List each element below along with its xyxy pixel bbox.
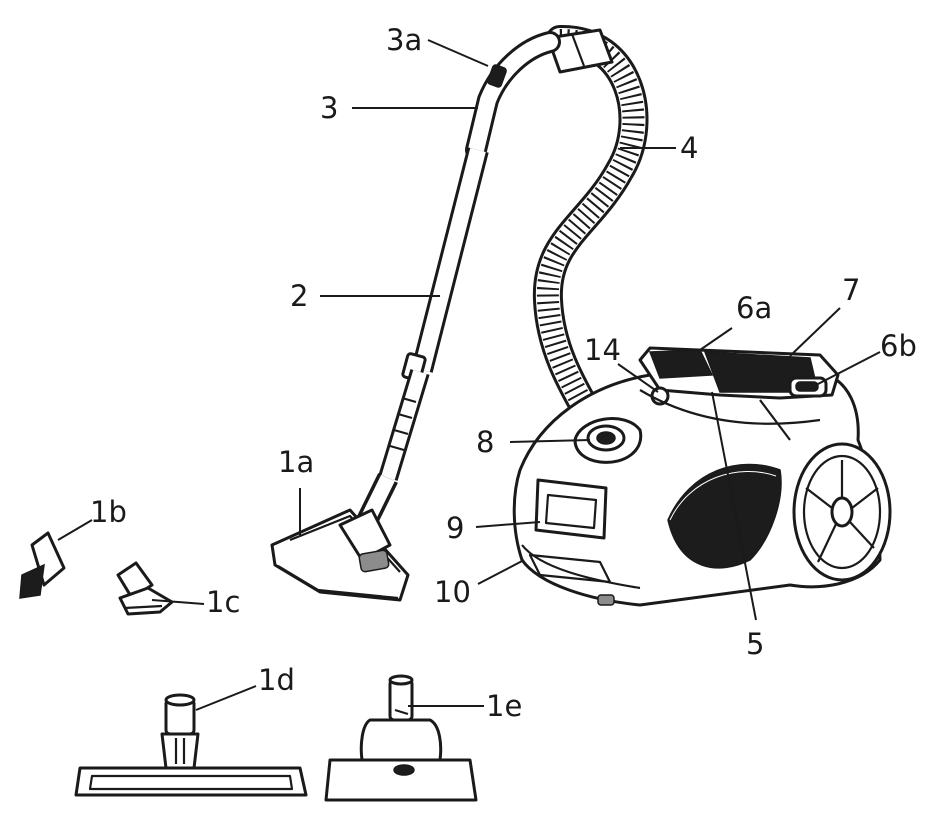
label-3: 3 bbox=[320, 91, 338, 125]
label-5: 5 bbox=[746, 627, 764, 661]
label-1e: 1e bbox=[486, 689, 522, 723]
label-4: 4 bbox=[680, 131, 698, 165]
label-6b: 6b bbox=[880, 329, 917, 363]
hard-floor-brush bbox=[74, 693, 308, 797]
hose bbox=[532, 24, 649, 445]
label-9: 9 bbox=[446, 511, 464, 545]
label-1a: 1a bbox=[278, 445, 314, 479]
side-air-outlet bbox=[667, 463, 782, 569]
label-10: 10 bbox=[434, 575, 471, 609]
part-labels: 3a 3 4 2 6a 7 6b 14 8 1a 1b 9 1c 10 5 1d… bbox=[90, 23, 917, 723]
vacuum-body bbox=[512, 346, 892, 607]
label-7: 7 bbox=[842, 273, 860, 307]
upholstery-brush bbox=[116, 561, 174, 616]
handle-and-tube bbox=[350, 31, 561, 540]
rear-wheel bbox=[792, 442, 892, 582]
label-8: 8 bbox=[476, 425, 494, 459]
label-1c: 1c bbox=[206, 585, 240, 619]
label-6a: 6a bbox=[736, 291, 772, 325]
label-2: 2 bbox=[290, 279, 308, 313]
label-1d: 1d bbox=[258, 663, 295, 697]
leader-lines bbox=[57, 39, 881, 711]
crevice-tool bbox=[19, 531, 66, 599]
floor-nozzle bbox=[270, 508, 410, 602]
suction-slide-control bbox=[487, 64, 507, 88]
label-14: 14 bbox=[584, 333, 621, 367]
label-3a: 3a bbox=[386, 23, 422, 57]
label-1b: 1b bbox=[90, 495, 127, 529]
turbo-brush bbox=[324, 674, 478, 802]
